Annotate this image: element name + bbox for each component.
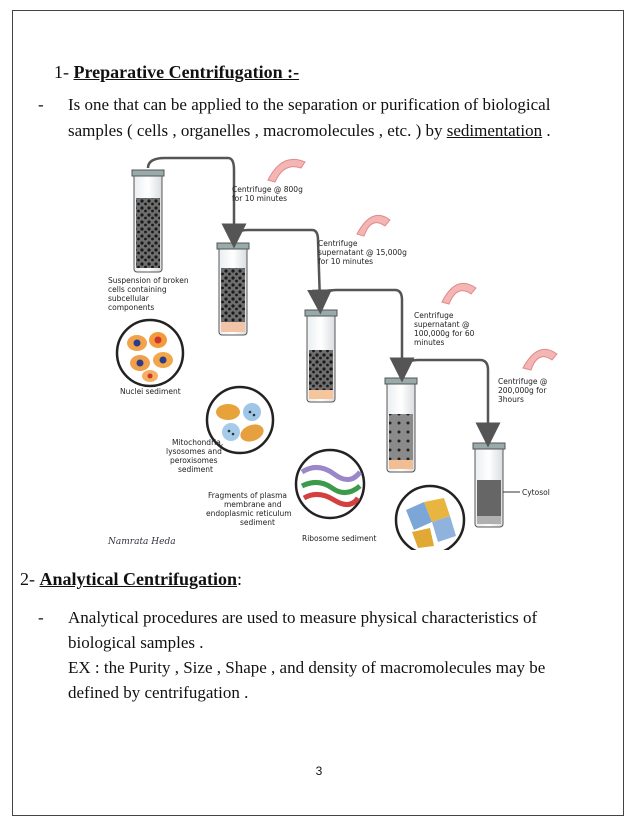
membrane-fragments-illustration — [294, 448, 366, 520]
suspension-label: Suspension of broken cells containing su… — [108, 276, 191, 312]
page-number: 3 — [315, 764, 323, 778]
author-signature: Namrata Heda — [107, 537, 176, 547]
section2-title: Analytical Centrifugation — [39, 569, 238, 589]
section1-title: Preparative Centrifugation :- — [73, 62, 300, 82]
ribosome-label: Ribosome sediment — [302, 534, 376, 543]
section2-line4: defined by centrifugation . — [68, 683, 249, 702]
centrifugation-diagram: Centrifuge @ 800g for 10 minutes Centrif… — [107, 156, 558, 550]
step4-label: Centrifuge @ 200,000g for 3hours — [498, 377, 550, 404]
section1-heading: 1- Preparative Centrifugation :- — [54, 62, 300, 82]
section2-line1: Analytical procedures are used to measur… — [68, 608, 538, 627]
flow-arrows — [146, 156, 501, 448]
tube-1 — [131, 169, 165, 273]
section1-line1: Is one that can be applied to the separa… — [68, 95, 551, 114]
step3-label: Centrifuge supernatant @ 100,000g for 60… — [414, 311, 477, 347]
fragments-label: Fragments of plasma membrane and endopla… — [206, 491, 294, 527]
cytosol-label: Cytosol — [522, 488, 550, 497]
tube-3 — [304, 309, 338, 403]
ribosome-illustration — [394, 484, 466, 550]
section2-line3: EX : the Purity , Size , Shape , and den… — [68, 658, 546, 677]
mito-label: Mitochondria, lysosomes and peroxisomes … — [166, 438, 226, 474]
mitochondria-illustration — [205, 385, 275, 455]
sedimentation-link: sedimentation — [446, 121, 543, 140]
section2-heading: 2- Analytical Centrifugation: — [20, 569, 243, 589]
step2-label: Centrifuge supernatant @ 15,000g for 10 … — [318, 239, 409, 266]
section1-bullet: - — [38, 95, 44, 114]
section1-line2: samples ( cells , organelles , macromole… — [68, 121, 551, 140]
tube-2 — [216, 242, 250, 336]
tube-5 — [472, 442, 506, 528]
tube-4 — [384, 377, 418, 473]
centrifuge-arrows — [267, 158, 558, 371]
section2-line2: biological samples . — [68, 633, 204, 652]
nuclei-label: Nuclei sediment — [120, 387, 181, 396]
section2-bullet: - — [38, 608, 44, 627]
nuclei-illustration — [115, 318, 185, 388]
step1-label: Centrifuge @ 800g for 10 minutes — [232, 185, 305, 203]
page-border — [12, 10, 624, 816]
